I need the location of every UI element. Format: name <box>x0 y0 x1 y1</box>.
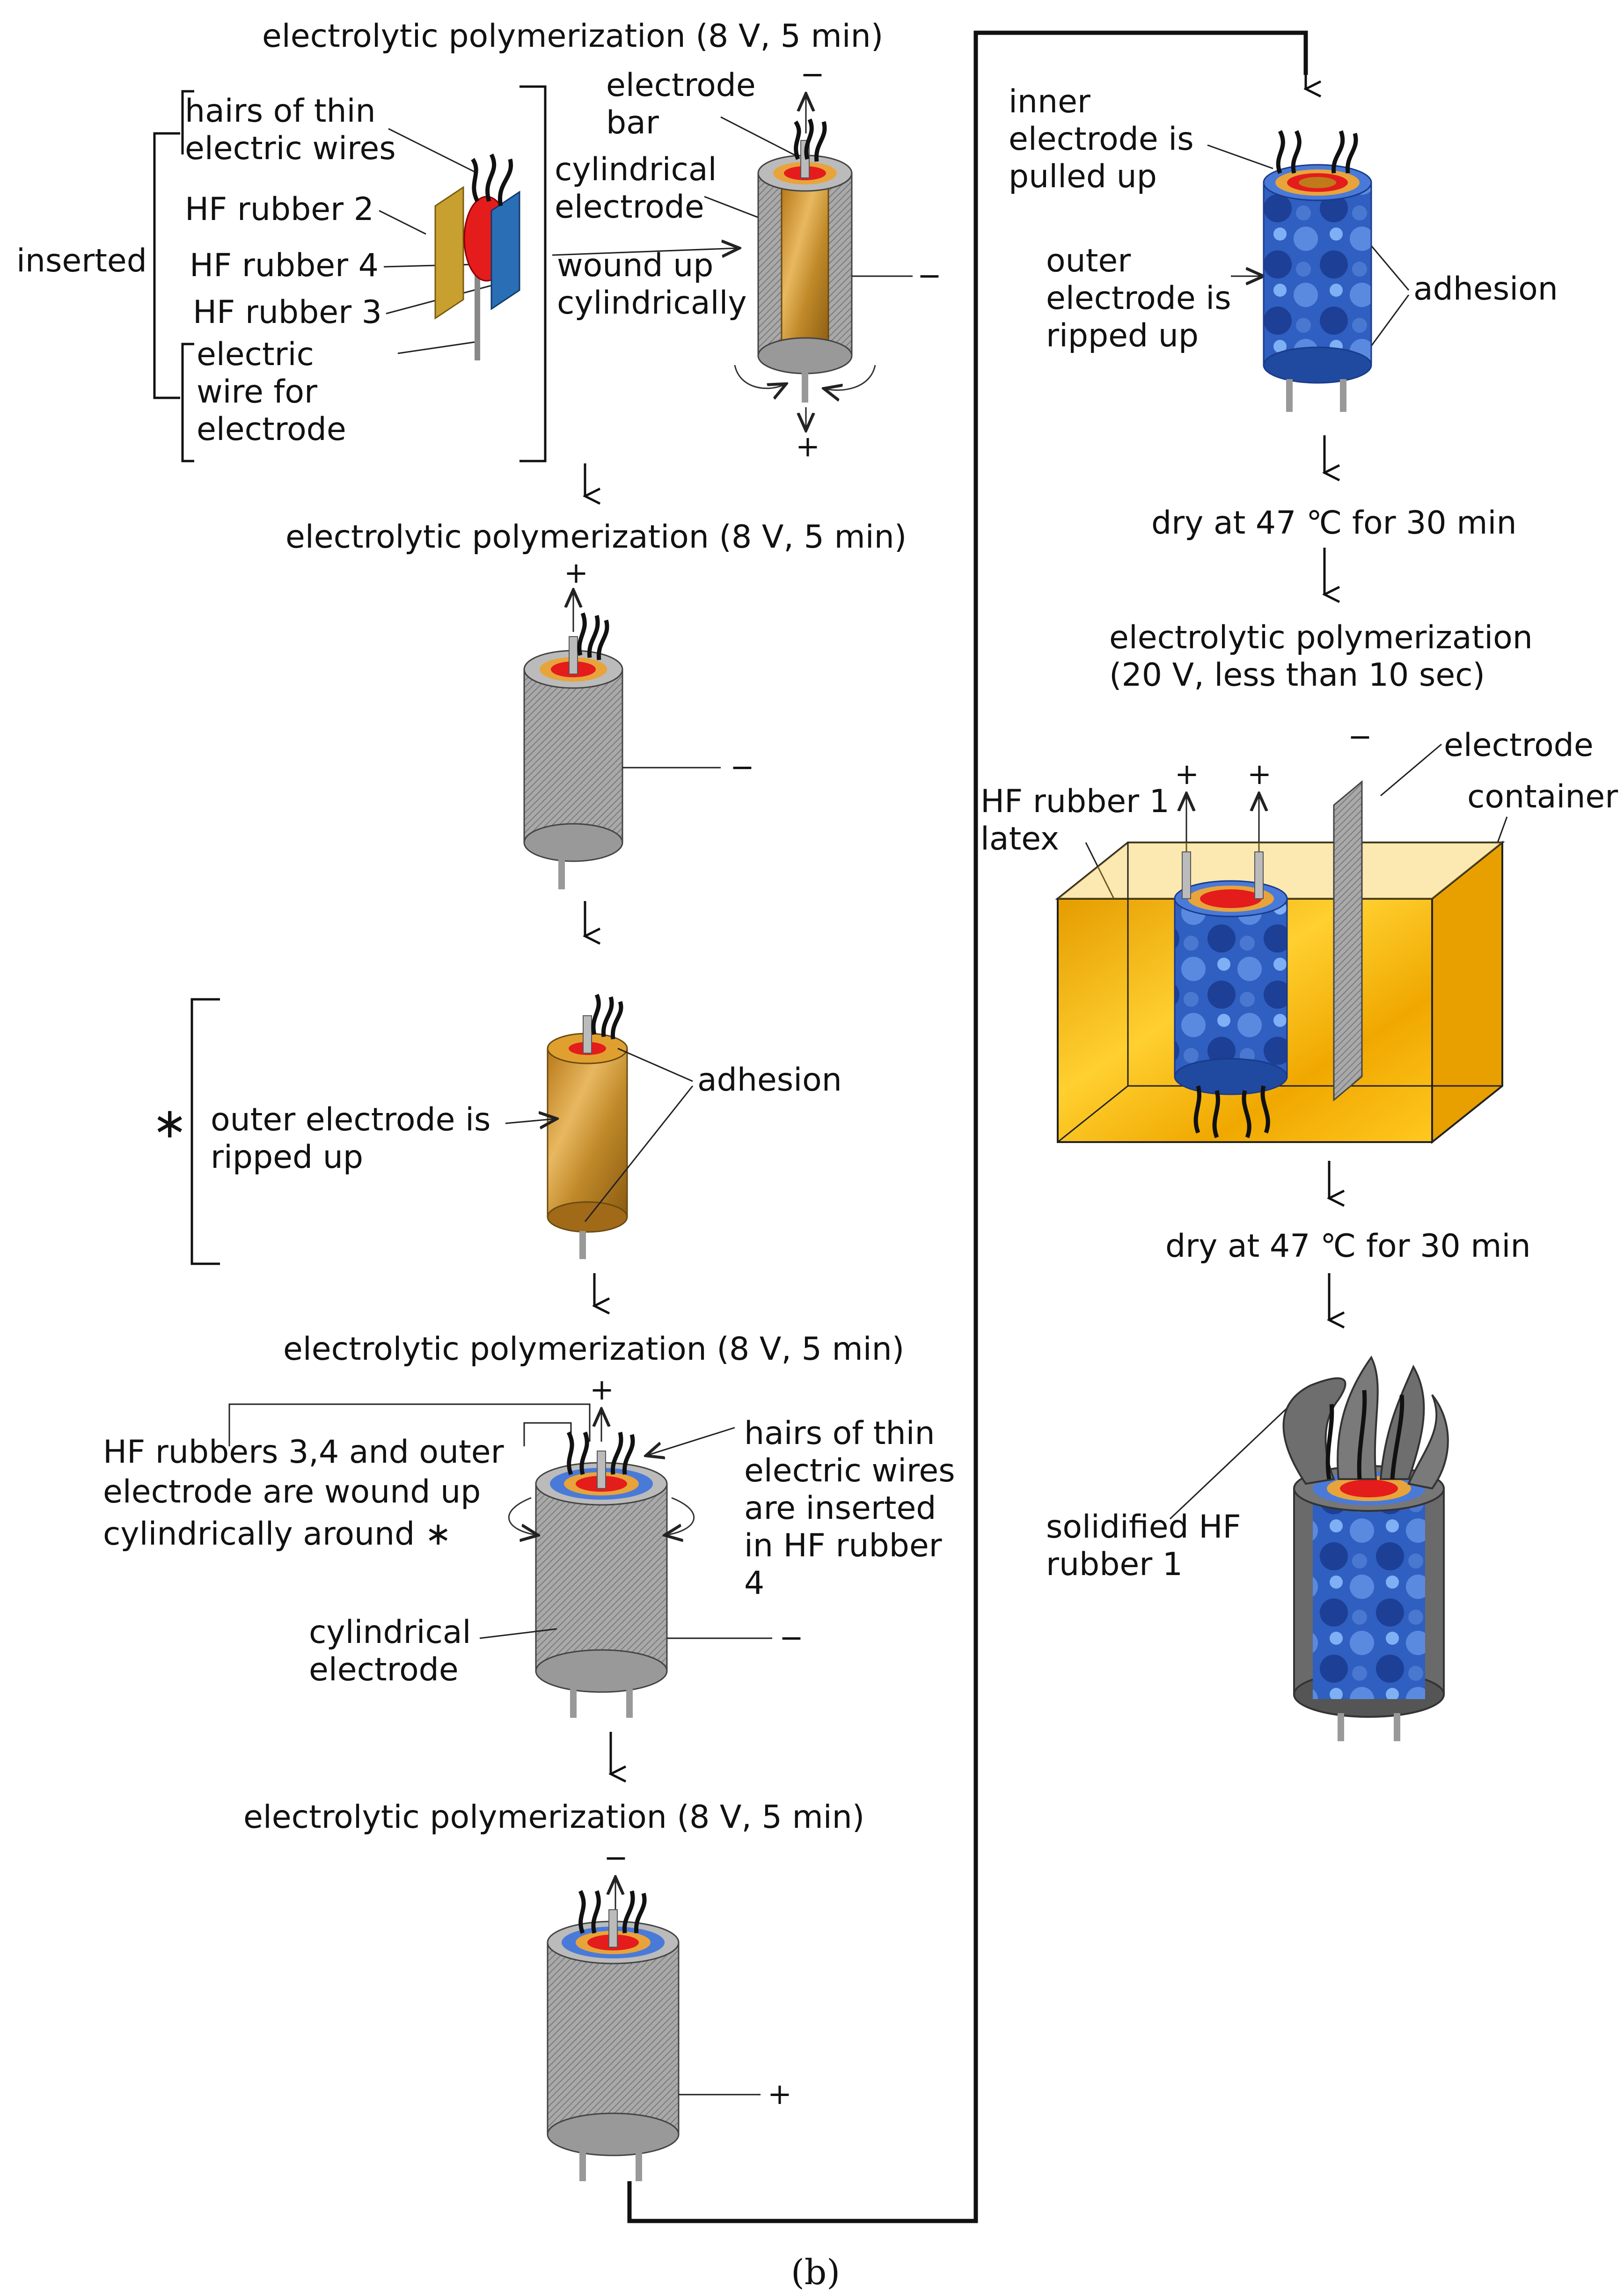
final-device <box>1282 1356 1449 1741</box>
hf-rubber-3-label: HF rubber 3 <box>193 294 382 331</box>
step4-hairs-4: in HF rubber <box>744 1527 942 1564</box>
plate-electrode <box>1333 780 1363 1102</box>
step2-cylinder <box>523 612 623 889</box>
ripped-label-1: outer electrode is <box>211 1101 490 1138</box>
column-connector <box>627 30 1308 2223</box>
wire-label-3: electrode <box>197 411 346 448</box>
step5-cylinder <box>547 1890 680 2181</box>
wound-label-2: cylindrically <box>557 285 747 322</box>
step1-cylinder <box>734 118 876 403</box>
ripped-label-2: ripped up <box>211 1139 363 1176</box>
step1-minus-side: − <box>917 258 942 293</box>
step1-right-bracket <box>519 85 547 462</box>
wire-label-1: electric <box>197 336 314 373</box>
hair-1 <box>471 158 480 203</box>
hairs-bracket <box>181 90 194 154</box>
step3-adhesion-label: adhesion <box>697 1062 842 1099</box>
figure-caption: (b) <box>791 2252 840 2293</box>
step5-title: electrolytic polymerization (8 V, 5 min) <box>243 1799 864 1836</box>
dry1-label: dry at 47 ℃ for 30 min <box>1151 505 1517 542</box>
outer-label-2: electrode is <box>1046 280 1231 317</box>
step5-plus-side: + <box>768 2077 792 2111</box>
step2-title: electrolytic polymerization (8 V, 5 min) <box>285 519 907 556</box>
step4-title: electrolytic polymerization (8 V, 5 min) <box>283 1331 904 1368</box>
step5-minus-top: − <box>604 1840 628 1875</box>
inserted-label: inserted <box>16 242 147 279</box>
step7-plus-2: + <box>1247 757 1272 791</box>
step4-wound-2: electrode are wound up <box>103 1473 481 1510</box>
solid-label-1: solidified HF <box>1046 1509 1241 1546</box>
step4-wound-3: cylindrically around ∗ <box>103 1516 452 1553</box>
hairs-label-2: electric wires <box>185 130 396 167</box>
star-mark: ∗ <box>152 1099 187 1148</box>
step4-hairs-5: 4 <box>744 1565 764 1602</box>
step4-bracket-2 <box>523 1422 572 1446</box>
step2-plus-top: + <box>564 556 588 590</box>
inserted-bracket <box>153 132 180 399</box>
step4-wound-1: HF rubbers 3,4 and outer <box>103 1434 504 1471</box>
step1-minus-top: − <box>800 57 825 91</box>
step4-bracket-1 <box>228 1403 591 1446</box>
inner-label-3: pulled up <box>1009 158 1157 195</box>
step3-cylinder <box>547 994 628 1259</box>
bar-label-1: electrode <box>606 67 756 104</box>
step4-hairs-3: are inserted <box>744 1490 936 1527</box>
star-bracket <box>190 998 220 1265</box>
step7-plus-1: + <box>1175 757 1199 791</box>
electrode-label: electrode <box>1444 727 1594 764</box>
step1-title: electrolytic polymerization (8 V, 5 min) <box>262 18 883 55</box>
step7-minus-top: − <box>1348 719 1372 754</box>
step4-hairs-1: hairs of thin <box>744 1415 935 1452</box>
step4-hairs-2: electric wires <box>744 1452 955 1489</box>
step4-cyl-2: electrode <box>309 1651 459 1688</box>
layer-stack <box>434 153 520 360</box>
wire-label-2: wire for <box>197 374 317 410</box>
step6-cylinder <box>1263 130 1372 412</box>
cyl-label-1: cylindrical <box>555 151 717 188</box>
bar-label-2: bar <box>606 104 659 141</box>
wound-label-1: wound up <box>557 247 713 284</box>
cyl-label-2: electrode <box>555 189 704 226</box>
inner-label-2: electrode is <box>1009 121 1194 158</box>
solid-label-2: rubber 1 <box>1046 1546 1183 1583</box>
step7-title-2: (20 V, less than 10 sec) <box>1109 657 1485 694</box>
latex-label-1: HF rubber 1 <box>980 783 1170 820</box>
step7-title-1: electrolytic polymerization <box>1109 619 1533 656</box>
step4-minus-side: − <box>779 1620 804 1655</box>
step1-plus-bottom: + <box>796 429 820 463</box>
hf-rubber-2-label: HF rubber 2 <box>185 191 374 228</box>
step4-cylinder <box>508 1431 695 1718</box>
step4-cyl-1: cylindrical <box>309 1614 471 1651</box>
hf-rubber-2-plate <box>434 186 464 320</box>
step7-cylinder <box>1174 851 1288 1138</box>
outer-label-3: ripped up <box>1046 317 1199 354</box>
hair-3 <box>497 158 513 206</box>
hairs-label-1: hairs of thin <box>185 93 376 130</box>
wire-bracket <box>181 343 194 462</box>
step4-plus-top: + <box>590 1372 614 1407</box>
step2-minus-side: − <box>730 750 754 784</box>
hf-rubber-3-plate <box>490 191 520 310</box>
hair-2 <box>485 153 497 202</box>
container-label: container <box>1467 778 1618 815</box>
inner-label-1: inner <box>1009 83 1090 120</box>
step6-adhesion-label: adhesion <box>1413 271 1558 308</box>
latex-label-2: latex <box>980 821 1059 858</box>
dry2-label: dry at 47 ℃ for 30 min <box>1165 1228 1531 1265</box>
hf-rubber-4-label: HF rubber 4 <box>190 247 379 284</box>
outer-label-1: outer <box>1046 242 1131 279</box>
